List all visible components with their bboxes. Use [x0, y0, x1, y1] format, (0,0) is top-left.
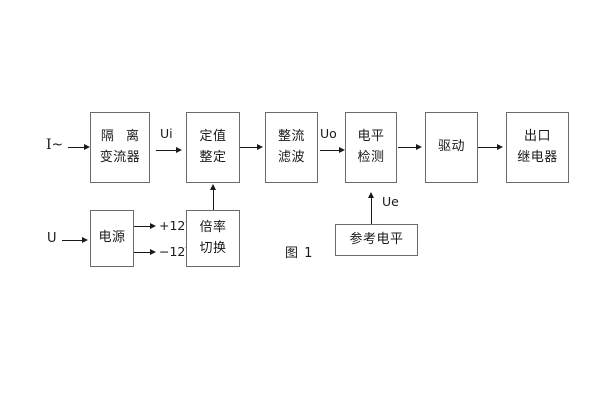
rail-negative-line	[134, 252, 152, 253]
block-setting-adjustment: 定值 整定	[186, 112, 240, 183]
ui-signal-arrowhead	[176, 146, 182, 153]
block-power-supply-line-1: 电源	[98, 230, 126, 246]
block-isolation-transformer-line-2: 变流器	[99, 149, 141, 165]
ui-signal-line	[156, 150, 178, 151]
block-output-relay-line-2: 继电器	[517, 149, 558, 165]
multiplier-to-setting-line	[213, 190, 214, 210]
block-isolation-transformer: 隔 离 变流器	[90, 112, 150, 183]
block-drive-line-1: 驱动	[437, 139, 465, 155]
current-input-arrowhead	[84, 143, 90, 150]
level-to-drive-line	[398, 147, 418, 148]
figure-caption: 图 1	[285, 246, 314, 261]
uo-signal-arrowhead	[339, 146, 345, 153]
block-level-detection: 电平 检测	[345, 112, 397, 183]
block-rectify-filter: 整流 滤波	[265, 112, 318, 183]
block-setting-adjustment-line-2: 整定	[199, 149, 227, 165]
block-rectify-filter-line-2: 滤波	[277, 149, 305, 165]
block-isolation-transformer-line-1: 隔 离	[100, 129, 144, 145]
block-power-supply: 电源	[90, 210, 134, 267]
block-multiplier-switch: 倍率 切换	[186, 210, 240, 267]
setting-to-rectify-line	[240, 147, 259, 148]
block-output-relay-line-1: 出口	[523, 129, 551, 145]
ui-signal-label: Ui	[160, 126, 173, 141]
setting-to-rectify-arrowhead	[257, 143, 263, 150]
reference-to-level-line	[371, 198, 372, 224]
rail-positive-line	[134, 226, 152, 227]
block-setting-adjustment-line-1: 定值	[199, 129, 227, 145]
voltage-input-label: U	[47, 231, 57, 246]
current-input-label: I~	[46, 137, 64, 153]
block-multiplier-switch-line-2: 切换	[199, 240, 227, 256]
block-drive: 驱动	[425, 112, 478, 183]
voltage-input-line	[62, 240, 84, 241]
rail-positive-label: +12V	[159, 218, 194, 233]
uo-signal-label: Uo	[320, 126, 337, 141]
block-reference-level-line-1: 参考电平	[349, 231, 404, 247]
rail-negative-label: −12V	[159, 244, 194, 259]
multiplier-to-setting-arrowhead	[209, 184, 216, 190]
block-level-detection-line-1: 电平	[357, 129, 385, 145]
block-reference-level: 参考电平	[335, 224, 418, 256]
rail-positive-arrowhead	[150, 222, 156, 229]
block-rectify-filter-line-1: 整流	[277, 129, 305, 145]
ue-signal-label: Ue	[382, 194, 399, 209]
drive-to-relay-line	[478, 147, 499, 148]
block-multiplier-switch-line-1: 倍率	[199, 220, 227, 236]
drive-to-relay-arrowhead	[497, 143, 503, 150]
current-input-line	[68, 147, 86, 148]
reference-to-level-arrowhead	[367, 192, 374, 198]
block-output-relay: 出口 继电器	[506, 112, 569, 183]
voltage-input-arrowhead	[82, 236, 88, 243]
uo-signal-line	[320, 150, 341, 151]
block-level-detection-line-2: 检测	[357, 149, 385, 165]
rail-negative-arrowhead	[150, 248, 156, 255]
level-to-drive-arrowhead	[416, 143, 422, 150]
